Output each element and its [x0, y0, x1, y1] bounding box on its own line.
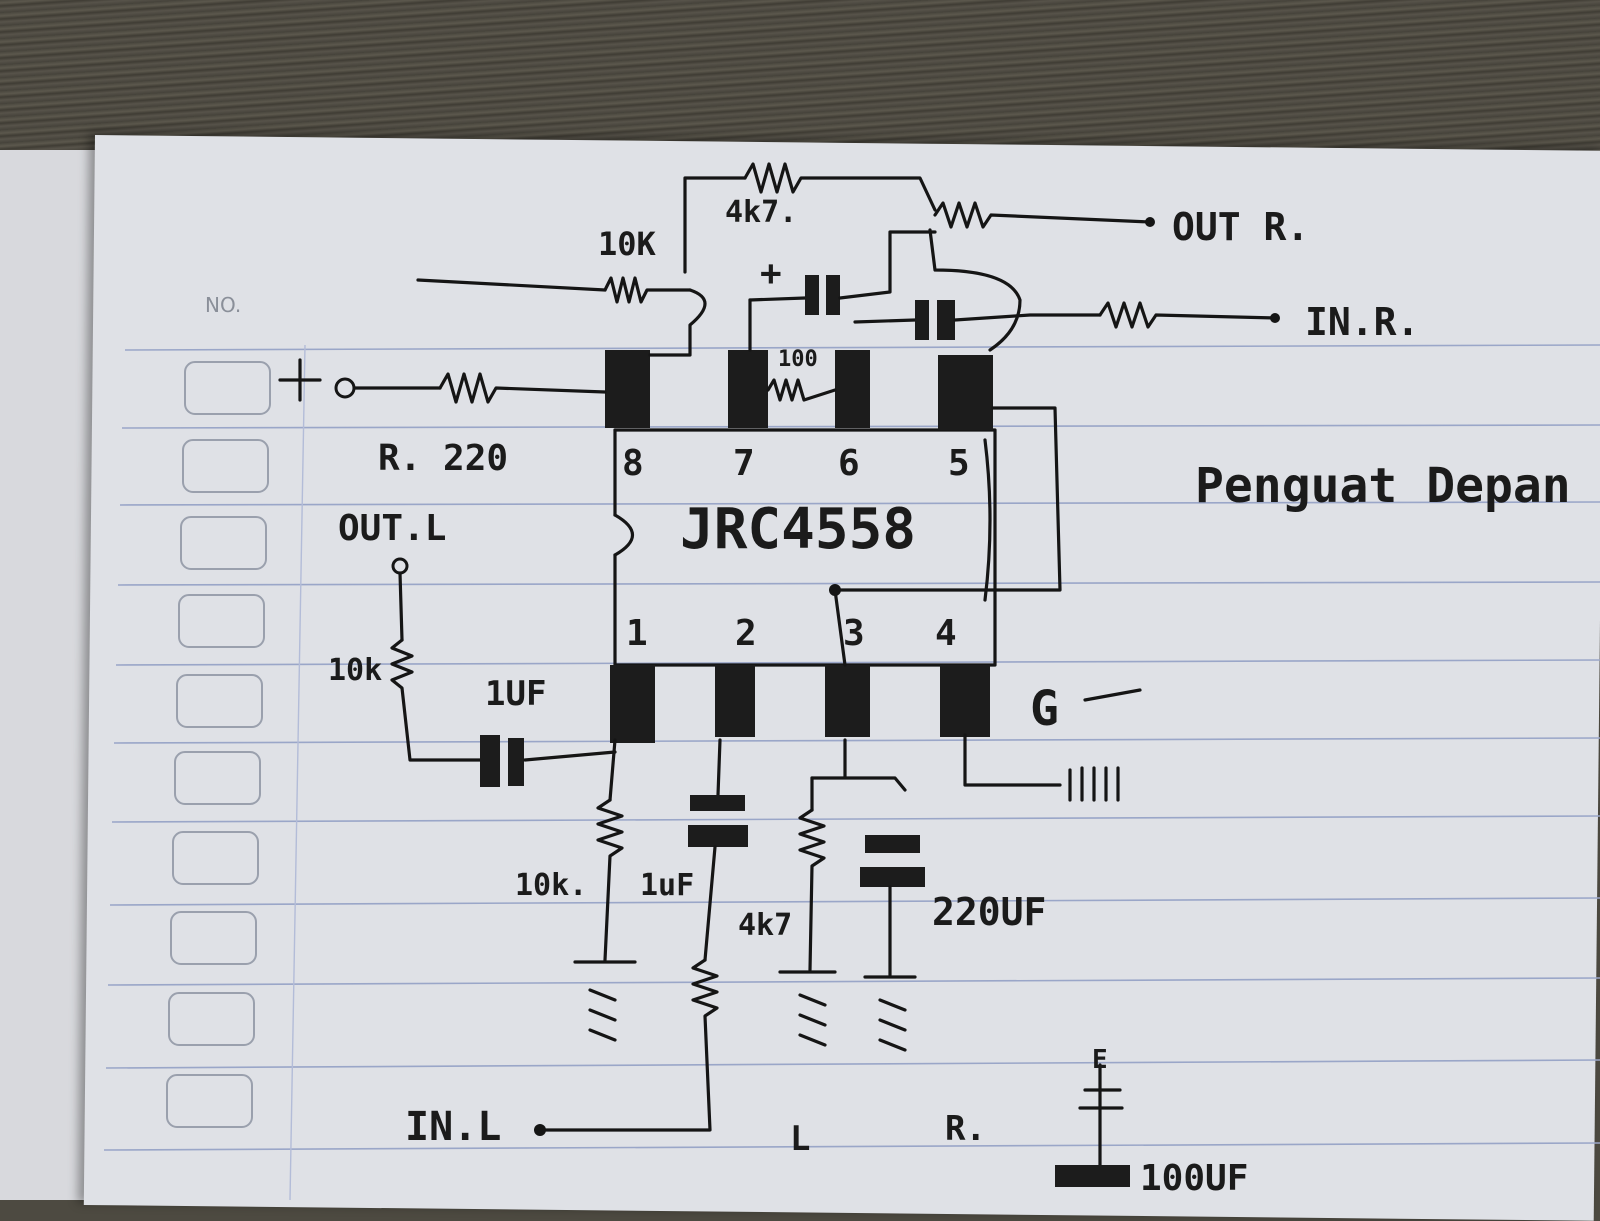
component-labels: JRC4558 4k7. 10K + 100 R. 220 OUT R. IN.… — [328, 195, 1419, 1199]
pin-label-2: 2 — [735, 613, 757, 654]
ic-jrc4558 — [613, 428, 997, 667]
channel-r-label: R. — [945, 1109, 986, 1149]
resistor-100-label: 100 — [778, 347, 818, 372]
pin-label-6: 6 — [838, 443, 860, 484]
ic-pins — [605, 350, 993, 743]
resistor-220-label: R. 220 — [378, 438, 508, 479]
pin-8-pad — [605, 350, 650, 428]
ground-g-label: G — [1030, 681, 1059, 737]
pin-7-pad — [728, 350, 768, 428]
in-l-label: IN.L — [405, 1104, 501, 1150]
pin-label-3: 3 — [843, 613, 865, 654]
margin-boxes — [166, 361, 271, 1128]
cap-1uf-bottom-label: 1uF — [640, 868, 694, 903]
cap-plus-mark: + — [760, 253, 782, 294]
cap-1uf-left-label: 1UF — [485, 674, 546, 714]
resistor-10k-left-label: 10k — [328, 653, 382, 688]
channel-l-label: L — [790, 1119, 810, 1159]
out-r-label: OUT R. — [1172, 205, 1309, 249]
cap-220uf-label: 220UF — [932, 890, 1046, 934]
ruled-lines — [103, 344, 1600, 1200]
resistor-4k7-bottom-label: 4k7 — [738, 908, 792, 943]
pin-4-pad — [940, 665, 990, 737]
in-r-label: IN.R. — [1305, 300, 1419, 344]
notebook-number-label: NO. — [205, 293, 241, 317]
wooden-table-surface — [0, 0, 1600, 160]
pin-label-7: 7 — [733, 443, 755, 484]
feedback-resistor-label: 4k7. — [725, 195, 797, 230]
pin-label-5: 5 — [948, 443, 970, 484]
pin-6-pad — [835, 350, 870, 428]
pin-label-4: 4 — [935, 613, 957, 654]
resistor-10k-bottom-label: 10k. — [515, 868, 587, 903]
pin-label-1: 1 — [626, 613, 648, 654]
diagram-title: Penguat Depan — [1195, 458, 1571, 514]
pin-numbers: 8 7 6 5 1 2 3 4 — [622, 443, 970, 654]
pin-label-8: 8 — [622, 443, 644, 484]
out-l-label: OUT.L — [338, 508, 446, 549]
wires — [278, 162, 1280, 1187]
pin-3-pad — [825, 665, 870, 737]
cap-100uf-label: 100UF — [1140, 1158, 1248, 1199]
mark-e-label: E — [1092, 1045, 1108, 1075]
ic-name: JRC4558 — [680, 497, 916, 562]
resistor-10k-top-label: 10K — [598, 225, 657, 263]
pin-5-pad — [938, 355, 993, 430]
pin-1-pad — [610, 665, 655, 743]
pin-2-pad — [715, 665, 755, 737]
